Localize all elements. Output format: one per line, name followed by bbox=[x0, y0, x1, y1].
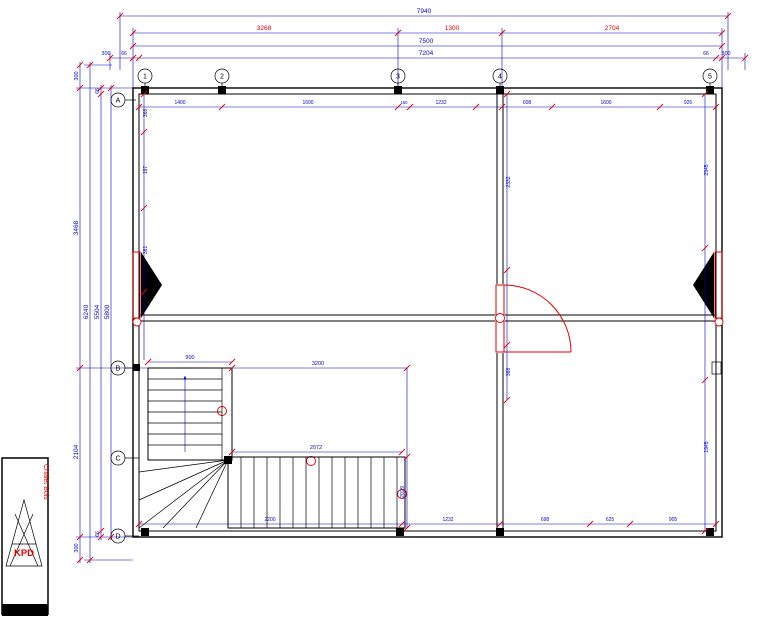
logo-brand: KPD bbox=[14, 548, 34, 559]
grid-col-2: 2 bbox=[220, 74, 224, 81]
dim-int-top-6: 1600 bbox=[600, 100, 611, 106]
dim-int-left-2: 197 bbox=[143, 166, 149, 175]
dim-top-seg2: 1300 bbox=[445, 25, 460, 32]
dim-left-top-eave: 300 bbox=[74, 71, 80, 80]
grid-row-d: D bbox=[115, 534, 120, 541]
grid-row-b: B bbox=[116, 366, 121, 373]
door-swing bbox=[503, 284, 572, 353]
dim-int-right-1: 2945 bbox=[704, 164, 710, 175]
grid-row-c: C bbox=[115, 456, 120, 463]
dim-int-top-5: 608 bbox=[523, 100, 532, 106]
grid-col-4: 4 bbox=[498, 74, 502, 81]
dim-left-inner2: 5800 bbox=[104, 304, 111, 319]
dim-int-top-7: 926 bbox=[684, 100, 693, 106]
post-marker-circle bbox=[132, 317, 142, 327]
dim-int-left-3: 381 bbox=[143, 246, 149, 255]
dim-int-top-3: 160 bbox=[401, 100, 409, 105]
post-marker-circle bbox=[714, 317, 724, 327]
dim-int-top-1: 1400 bbox=[174, 100, 185, 106]
dim-left-inner1: 5504 bbox=[94, 304, 101, 319]
top-dimension-chains: 7940 3268 1300 2704 7500 300 66 7204 66 … bbox=[101, 8, 749, 62]
grid-col-5: 5 bbox=[708, 74, 712, 81]
walls bbox=[132, 87, 723, 538]
red-posts bbox=[132, 251, 723, 353]
dim-stair-rise: 2029 bbox=[400, 486, 406, 498]
post-markers bbox=[132, 313, 724, 499]
post-marker-circle bbox=[397, 489, 407, 499]
interior-dimensions-top: 1400 1600 160 1232 608 1600 926 bbox=[135, 100, 720, 111]
dim-top-outer: 7500 bbox=[419, 38, 434, 45]
dim-int-top-2: 1600 bbox=[302, 100, 313, 106]
dim-top-right-eave: 300 bbox=[721, 51, 730, 57]
dim-int-bot-4: 625 bbox=[606, 517, 615, 523]
dim-left-bottom-eave: 300 bbox=[74, 543, 80, 552]
dim-int-bot-2: 1232 bbox=[442, 517, 453, 523]
grid-col-3: 3 bbox=[396, 74, 400, 81]
dim-top-inner: 7204 bbox=[419, 50, 434, 57]
staircase bbox=[138, 367, 406, 529]
dim-top-overall: 7940 bbox=[417, 8, 432, 15]
dim-top-seg3: 2704 bbox=[605, 25, 620, 32]
winder-treads bbox=[138, 459, 229, 529]
dim-int-right-2: 1945 bbox=[704, 441, 710, 452]
dim-int-center-2: 368 bbox=[506, 368, 512, 377]
dim-stair-width: 900 bbox=[185, 355, 194, 361]
dim-int-bot-5: 905 bbox=[669, 517, 678, 523]
post-marker-circle bbox=[306, 456, 316, 466]
dim-left-overall: 6240 bbox=[83, 304, 90, 319]
chalet-logo-icon bbox=[5, 498, 43, 567]
wall-posts bbox=[133, 86, 722, 536]
dim-top-left-wall: 66 bbox=[121, 51, 127, 57]
dim-int-left-1: 368 bbox=[143, 109, 149, 118]
section-triangles bbox=[141, 252, 714, 318]
dim-int-bot-1: 2200 bbox=[264, 517, 275, 523]
logo-tagline: Chalet Bois bbox=[42, 464, 49, 500]
grid-col-1: 1 bbox=[143, 74, 147, 81]
dim-stair-mid: 2072 bbox=[310, 445, 322, 451]
interior-dimensions-right: 2945 1945 bbox=[701, 90, 710, 535]
dim-int-top-4: 1232 bbox=[435, 100, 446, 106]
dim-top-right-wall: 66 bbox=[703, 51, 709, 57]
dim-left-wall-top: 66 bbox=[95, 88, 101, 94]
dim-left-lower: 2104 bbox=[73, 444, 80, 459]
interior-dimensions-center: 2332 368 bbox=[503, 90, 512, 404]
dim-stair-run: 3200 bbox=[312, 361, 324, 367]
interior-dimensions-bottom: 2200 1232 698 625 905 bbox=[135, 517, 720, 528]
dim-top-seg1: 3268 bbox=[257, 25, 272, 32]
interior-dimensions-left: 368 197 381 bbox=[140, 90, 149, 360]
dim-int-center-1: 2332 bbox=[506, 176, 512, 187]
dim-top-left-eave: 300 bbox=[101, 51, 110, 57]
post-marker-circle bbox=[495, 313, 505, 323]
grid-row-a: A bbox=[116, 98, 121, 105]
dim-left-upper: 3468 bbox=[73, 220, 80, 235]
dim-int-bot-3: 698 bbox=[541, 517, 550, 523]
dim-left-wall-bottom: 66 bbox=[95, 531, 101, 537]
stair-dimensions: 900 3200 2072 2029 bbox=[144, 355, 411, 532]
left-dimension-chains: 300 3468 2104 300 6240 66 5504 66 5800 bbox=[73, 61, 115, 564]
logo-footer-bar bbox=[2, 604, 48, 616]
logo-block: KPD Chalet Bois bbox=[1, 457, 49, 616]
